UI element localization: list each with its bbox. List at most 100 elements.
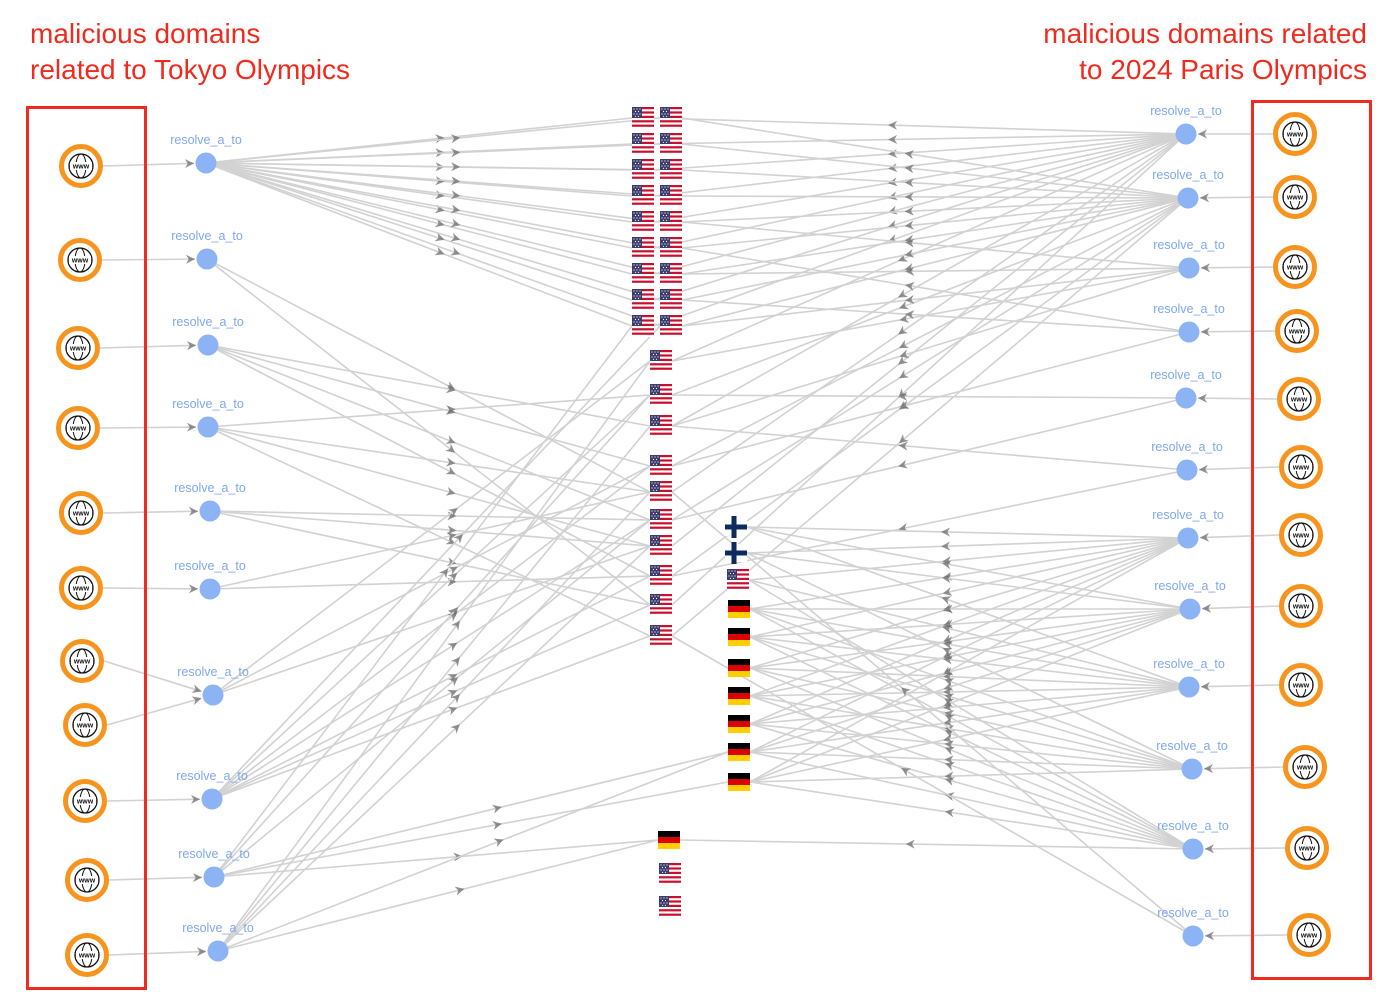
de-flag-node[interactable] [728,659,750,677]
paris-domain-node[interactable]: www [1279,445,1323,489]
paris-resolver-node[interactable]: resolve_a_to [1153,302,1225,343]
us-flag-node[interactable] [650,481,672,503]
paris-resolver-node[interactable]: resolve_a_to [1152,168,1224,209]
us-flag-node[interactable] [632,289,654,311]
paris-domain-node[interactable]: www [1277,377,1321,421]
tokyo-domain-node[interactable]: www [65,933,109,977]
paris-resolver-node[interactable]: resolve_a_to [1153,238,1225,279]
tokyo-resolver-node[interactable]: resolve_a_to [170,133,242,174]
tokyo-resolver-node[interactable]: resolve_a_to [174,559,246,600]
de-flag-node[interactable] [728,687,750,705]
ip-resolution-edge [749,537,1189,725]
domain-resolve-edge [1200,263,1274,273]
fi-flag-node[interactable] [725,516,747,538]
us-flag-node[interactable] [632,133,654,155]
de-flag-node[interactable] [728,600,750,618]
tokyo-domain-node[interactable]: www [59,491,103,535]
us-flag-node[interactable] [660,289,682,311]
tokyo-resolver-node[interactable]: resolve_a_to [177,665,249,706]
paris-domain-node[interactable]: www [1285,826,1329,870]
us-flag-node[interactable] [632,159,654,181]
us-flag-node[interactable] [632,237,654,259]
us-flag-node[interactable] [650,535,672,557]
www-globe-icon: www [1296,922,1322,948]
tokyo-domain-node[interactable]: www [56,326,100,370]
tokyo-resolver-node[interactable]: resolve_a_to [178,847,250,888]
edge-label: resolve_a_to [174,481,246,495]
paris-resolver-node[interactable]: resolve_a_to [1152,508,1224,549]
paris-resolver-node[interactable]: resolve_a_to [1150,104,1222,145]
de-flag-node[interactable] [728,773,750,791]
ip-resolution-edge [653,133,1187,249]
us-flag-node[interactable] [659,896,681,918]
us-flag-node[interactable] [650,594,672,616]
tokyo-domain-node[interactable]: www [59,566,103,610]
paris-domain-node[interactable]: www [1287,913,1331,957]
us-flag-node[interactable] [660,237,682,259]
us-flag-node[interactable] [650,509,672,531]
us-flag-node[interactable] [632,185,654,207]
us-flag-node[interactable] [632,107,654,129]
paris-resolver-node[interactable]: resolve_a_to [1154,579,1226,620]
us-flag-node[interactable] [650,625,672,647]
paris-domain-node[interactable]: www [1275,309,1319,353]
paris-resolver-node[interactable]: resolve_a_to [1151,440,1223,481]
tokyo-domain-node[interactable]: www [56,406,100,450]
paris-domain-node[interactable]: www [1273,245,1317,289]
de-flag-node[interactable] [728,628,750,646]
us-flag-icon [660,185,682,207]
us-flag-node[interactable] [660,211,682,233]
us-flag-node[interactable] [650,455,672,477]
paris-domain-node[interactable]: www [1279,513,1323,557]
us-flag-node[interactable] [632,211,654,233]
ip-resolution-edge [681,143,1189,199]
us-flag-node[interactable] [660,315,682,337]
domain-resolve-edge [108,947,207,957]
us-flag-node[interactable] [660,107,682,129]
tokyo-domain-node[interactable]: www [63,703,107,747]
us-flag-node[interactable] [660,133,682,155]
paris-resolver-node[interactable]: resolve_a_to [1156,739,1228,780]
tokyo-domain-node[interactable]: www [60,639,104,683]
paris-resolver-node[interactable]: resolve_a_to [1153,657,1225,698]
tokyo-resolver-node[interactable]: resolve_a_to [174,481,246,522]
ip-resolution-edge [681,197,1189,249]
paris-resolver-node[interactable]: resolve_a_to [1150,368,1222,409]
us-flag-node[interactable] [650,415,672,437]
us-flag-node[interactable] [660,159,682,181]
tokyo-resolver-node[interactable]: resolve_a_to [171,229,243,270]
ip-resolution-edge [749,686,1190,725]
us-flag-node[interactable] [650,350,672,372]
tokyo-resolver-node[interactable]: resolve_a_to [172,397,244,438]
tokyo-domain-node[interactable]: www [59,144,103,188]
www-globe-icon: www [1284,318,1310,344]
us-flag-node[interactable] [650,565,672,587]
tokyo-resolver-node[interactable]: resolve_a_to [182,921,254,962]
paris-resolver-node[interactable]: resolve_a_to [1157,906,1229,947]
us-flag-node[interactable] [660,185,682,207]
fi-flag-node[interactable] [725,542,747,564]
paris-domain-node[interactable]: www [1279,663,1323,707]
us-flag-node[interactable] [650,384,672,406]
paris-domain-node[interactable]: www [1279,584,1323,628]
tokyo-resolver-node[interactable]: resolve_a_to [176,769,248,810]
ip-resolution-edge [207,344,651,521]
paris-domain-node[interactable]: www [1283,745,1327,789]
tokyo-domain-node[interactable]: www [63,779,107,823]
tokyo-domain-node[interactable]: www [65,858,109,902]
us-flag-node[interactable] [659,863,681,885]
ip-resolution-edge [207,426,651,493]
paris-domain-node[interactable]: www [1273,112,1317,156]
paris-domain-node[interactable]: www [1273,175,1317,219]
de-flag-node[interactable] [658,831,680,849]
tokyo-resolver-node[interactable]: resolve_a_to [172,315,244,356]
us-flag-node[interactable] [727,569,749,591]
de-flag-node[interactable] [728,743,750,761]
tokyo-domain-node[interactable]: www [58,238,102,282]
paris-resolver-node[interactable]: resolve_a_to [1157,819,1229,860]
us-flag-node[interactable] [660,263,682,285]
svg-text:www: www [1298,846,1316,853]
us-flag-node[interactable] [632,315,654,337]
de-flag-node[interactable] [728,715,750,733]
us-flag-node[interactable] [632,263,654,285]
